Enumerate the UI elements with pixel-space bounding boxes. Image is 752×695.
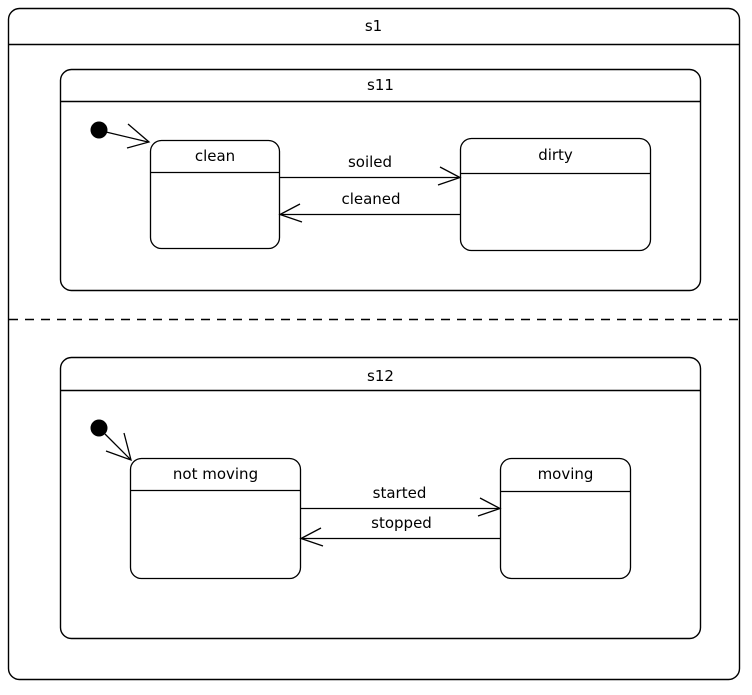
transition-stopped-label: stopped bbox=[371, 514, 432, 532]
transition-started-arrowhead bbox=[477, 497, 502, 517]
transition-started-label: started bbox=[372, 484, 427, 502]
transition-soiled-arrowhead bbox=[437, 166, 462, 186]
outer-state-s1-title: s1 bbox=[364, 17, 383, 35]
initial-transition-s12-line[interactable] bbox=[104, 433, 131, 460]
state-moving-box[interactable] bbox=[499, 457, 632, 580]
state-dirty-box[interactable] bbox=[459, 137, 652, 252]
transition-soiled-label: soiled bbox=[347, 153, 393, 171]
state-clean-box[interactable] bbox=[149, 139, 281, 250]
state-moving-label: moving bbox=[537, 465, 594, 483]
state-not-moving-box[interactable] bbox=[129, 457, 302, 580]
state-dirty-label: dirty bbox=[538, 146, 573, 164]
initial-transition-s11-arrowhead bbox=[126, 123, 151, 149]
region-s12-title: s12 bbox=[367, 367, 394, 385]
initial-transition-s12-arrowhead bbox=[105, 432, 132, 462]
initial-transition-s11-line[interactable] bbox=[105, 131, 149, 143]
region-s11-title: s11 bbox=[367, 76, 394, 94]
state-clean-label: clean bbox=[194, 147, 236, 165]
transition-stopped-arrowhead bbox=[299, 527, 324, 547]
state-not-moving-label: not moving bbox=[172, 465, 259, 483]
transition-cleaned-label: cleaned bbox=[341, 190, 401, 208]
initial-pseudostate-s11-dot[interactable] bbox=[90, 121, 108, 139]
initial-pseudostate-s12-dot[interactable] bbox=[90, 419, 108, 437]
transition-cleaned-arrowhead bbox=[278, 203, 303, 223]
